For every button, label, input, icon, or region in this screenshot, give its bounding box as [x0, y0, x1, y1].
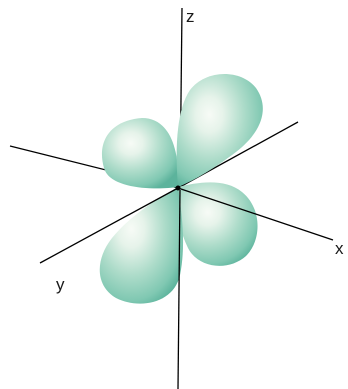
x-axis-right	[177, 187, 334, 241]
z-axis-lower	[177, 189, 181, 389]
lobe-lower-right	[177, 182, 258, 266]
axes-front	[39, 185, 334, 389]
lobe-upper-right	[176, 73, 263, 187]
lobe-lower-left	[99, 187, 184, 304]
y-axis-label: y	[56, 275, 65, 294]
origin-point	[175, 185, 181, 191]
x-axis-label: x	[335, 239, 344, 258]
diagonal-axis-lower	[39, 187, 179, 264]
lobe-upper-left	[101, 118, 179, 189]
orbital-lobes	[99, 73, 263, 304]
z-axis-label: z	[186, 7, 195, 26]
